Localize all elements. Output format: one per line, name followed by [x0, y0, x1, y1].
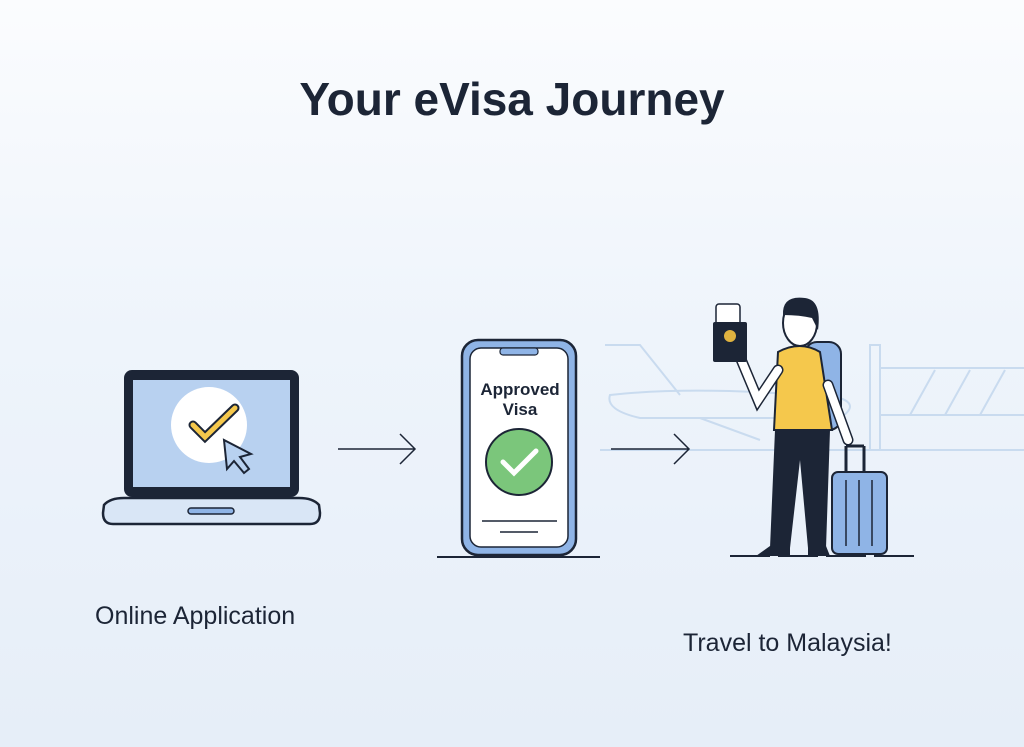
arrow-icon: [338, 433, 417, 465]
traveler-icon: [713, 297, 915, 557]
approved-visa-label: Approved Visa: [480, 380, 560, 419]
laptop-icon: [101, 370, 322, 526]
online-application-label: Online Application: [95, 602, 296, 630]
page-title: Your eVisa Journey: [299, 73, 725, 125]
travel-label: Travel to Malaysia!: [683, 629, 892, 657]
phone-icon: [437, 338, 600, 558]
arrow-icon: [611, 433, 691, 465]
